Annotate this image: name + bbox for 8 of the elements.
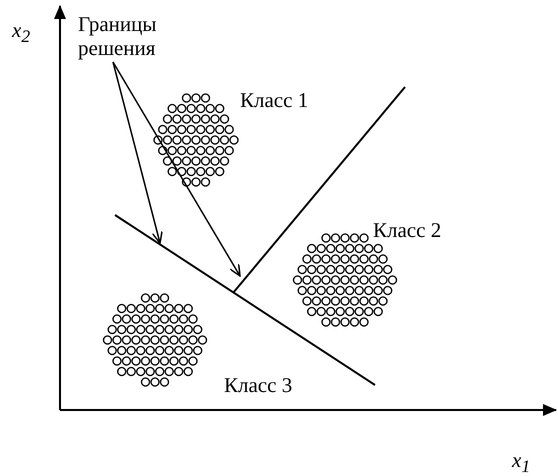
leader-arrow xyxy=(112,62,163,244)
axis-label: x$_{2}$ xyxy=(12,18,30,48)
annotation-text: Границы решения xyxy=(78,12,208,60)
class-label: Класс 2 xyxy=(373,218,442,242)
class-label: Класс 3 xyxy=(224,373,292,397)
axis-label: x$_{1}$ xyxy=(512,448,530,476)
class-label: Класс 1 xyxy=(240,88,308,112)
leader-arrow xyxy=(112,62,241,277)
